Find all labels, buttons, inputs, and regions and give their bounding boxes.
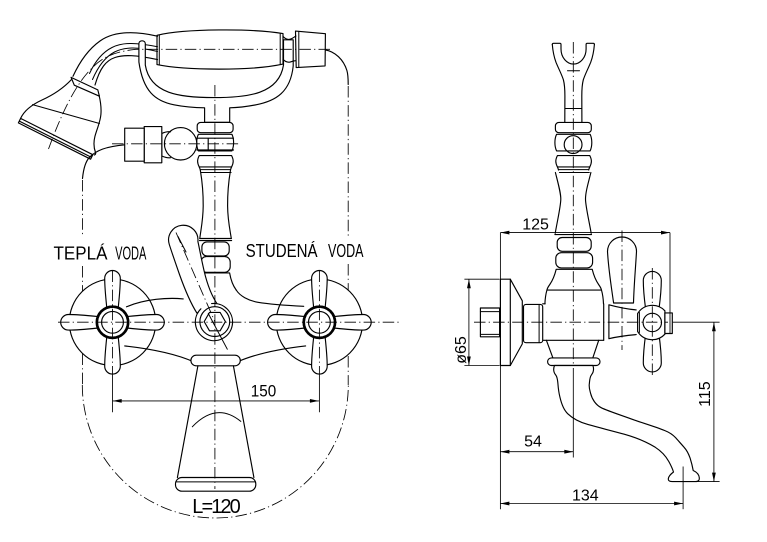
svg-text:125: 125 bbox=[522, 217, 549, 234]
svg-text:150: 150 bbox=[251, 382, 277, 401]
svg-text:VODA: VODA bbox=[328, 241, 364, 261]
svg-text:L=120: L=120 bbox=[192, 496, 241, 518]
svg-text:ø65: ø65 bbox=[453, 336, 470, 364]
svg-text:STUDENÁ: STUDENÁ bbox=[246, 241, 318, 261]
svg-text:TEPLÁ: TEPLÁ bbox=[54, 244, 108, 264]
svg-text:134: 134 bbox=[572, 487, 599, 504]
svg-text:VODA: VODA bbox=[115, 244, 146, 264]
svg-text:54: 54 bbox=[524, 433, 542, 450]
svg-text:115: 115 bbox=[697, 381, 714, 407]
